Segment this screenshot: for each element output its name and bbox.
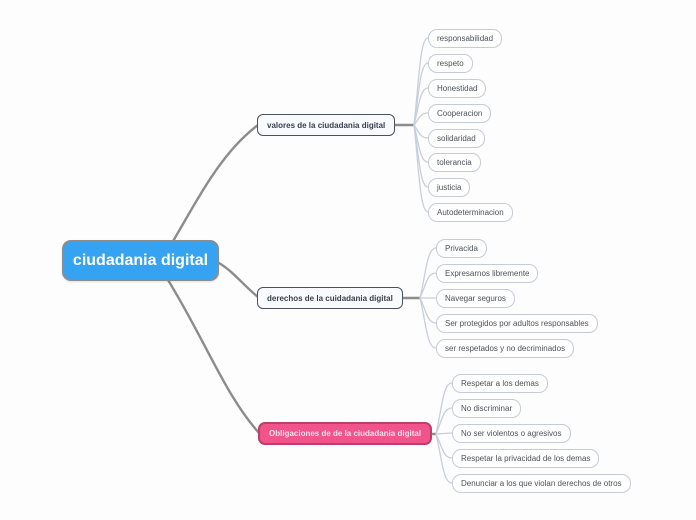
connector-child	[435, 407, 453, 435]
child-node-navegar-seguros[interactable]: Navegar seguros	[436, 288, 515, 308]
connector-child	[419, 297, 437, 349]
child-node-cooperacion[interactable]: Cooperacion	[428, 103, 492, 123]
connector-child	[413, 124, 429, 188]
child-node-respetar-privacidad[interactable]: Respetar la privacidad de los demas	[452, 448, 600, 468]
child-node-honestidad[interactable]: Honestidad	[428, 78, 487, 98]
connector-child	[435, 433, 453, 459]
child-node-ser-respetados[interactable]: ser respetados y no decriminados	[436, 338, 575, 358]
child-node-solidaridad[interactable]: solidaridad	[428, 128, 485, 148]
connector-child	[435, 432, 453, 435]
connector-child	[413, 62, 429, 126]
child-node-no-violentos[interactable]: No ser violentos o agresivos	[452, 423, 571, 443]
child-node-privacida[interactable]: Privacida	[436, 238, 487, 258]
branch-node-obligaciones[interactable]: Obligaciones de de la ciudadania digital	[258, 422, 433, 445]
child-node-expresarnos-libremente[interactable]: Expresarnos libremente	[436, 263, 539, 283]
connector-child	[413, 37, 429, 126]
connector-root-obligaciones	[166, 278, 261, 435]
connector-child	[413, 124, 429, 139]
child-node-responsabilidad[interactable]: responsabilidad	[428, 28, 503, 48]
connector-root-valores	[170, 123, 260, 245]
child-node-justicia[interactable]: justicia	[428, 177, 471, 197]
connector-child	[413, 124, 429, 213]
child-node-tolerancia[interactable]: tolerancia	[428, 152, 481, 172]
branch-node-valores[interactable]: valores de la ciudadania digital	[257, 114, 396, 136]
connector-child	[413, 124, 429, 163]
connector-child	[435, 433, 453, 484]
connector-child	[419, 247, 437, 299]
connector-root-derechos	[217, 261, 260, 299]
child-node-respeto[interactable]: respeto	[428, 53, 473, 73]
mindmap-root-node[interactable]: ciudadania digital	[62, 240, 219, 281]
child-node-respetar-demas[interactable]: Respetar a los demas	[452, 373, 548, 393]
child-node-autodeterminacion[interactable]: Autodeterminacion	[428, 202, 513, 222]
connector-child	[419, 297, 437, 324]
child-node-denunciar[interactable]: Denunciar a los que violan derechos de o…	[452, 473, 631, 493]
branch-node-derechos[interactable]: derechos de la cuidadania digital	[257, 287, 403, 309]
connector-child	[413, 112, 429, 126]
child-node-no-discriminar[interactable]: No discriminar	[452, 398, 522, 418]
connector-child	[435, 382, 453, 435]
child-node-ser-protegidos[interactable]: Ser protegidos por adultos responsables	[436, 313, 598, 333]
connector-child	[413, 87, 429, 126]
connector-child	[419, 272, 437, 299]
